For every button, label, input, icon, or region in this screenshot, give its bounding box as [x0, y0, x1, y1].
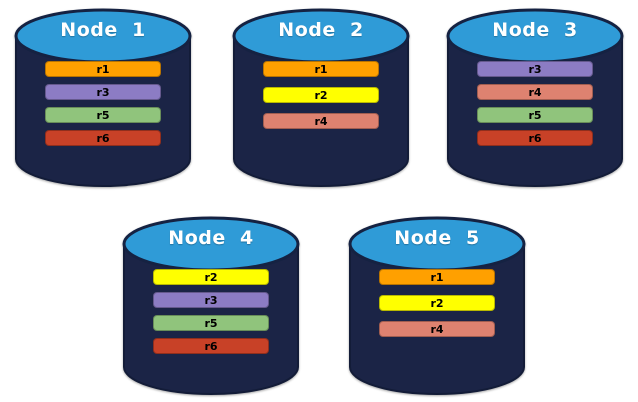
node-title: Node 3 [492, 19, 578, 41]
replica-bar-r1: r1 [379, 269, 495, 285]
replica-bar-r4: r4 [263, 113, 379, 129]
replica-bar-r1: r1 [263, 61, 379, 77]
replica-bar-r4: r4 [477, 84, 593, 100]
replica-bar-r2: r2 [153, 269, 269, 285]
node-title: Node 4 [168, 227, 254, 249]
replica-bar-r4: r4 [379, 321, 495, 337]
replica-bar-r6: r6 [153, 338, 269, 354]
node-title: Node 2 [278, 19, 364, 41]
replica-bar-r3: r3 [45, 84, 161, 100]
replica-bar-r2: r2 [263, 87, 379, 103]
replica-bar-r5: r5 [153, 315, 269, 331]
node-title: Node 1 [60, 19, 146, 41]
replica-bar-r5: r5 [477, 107, 593, 123]
replica-bar-r3: r3 [153, 292, 269, 308]
node-4-cylinder: Node 4 r2 r3 r5 r6 [121, 214, 301, 398]
node-1-cylinder: Node 1 r1 r3 r5 r6 [13, 6, 193, 190]
replica-bar-r3: r3 [477, 61, 593, 77]
replica-bar-r2: r2 [379, 295, 495, 311]
replica-list: r1 r3 r5 r6 [45, 61, 161, 146]
replica-bar-r5: r5 [45, 107, 161, 123]
node-5-cylinder: Node 5 r1 r2 r4 [347, 214, 527, 398]
node-3-cylinder: Node 3 r3 r4 r5 r6 [445, 6, 625, 190]
replica-list: r1 r2 r4 [379, 269, 495, 337]
node-2-cylinder: Node 2 r1 r2 r4 [231, 6, 411, 190]
replica-list: r2 r3 r5 r6 [153, 269, 269, 354]
replica-bar-r6: r6 [477, 130, 593, 146]
replica-bar-r6: r6 [45, 130, 161, 146]
replica-bar-r1: r1 [45, 61, 161, 77]
replica-list: r1 r2 r4 [263, 61, 379, 129]
replica-list: r3 r4 r5 r6 [477, 61, 593, 146]
node-title: Node 5 [394, 227, 480, 249]
